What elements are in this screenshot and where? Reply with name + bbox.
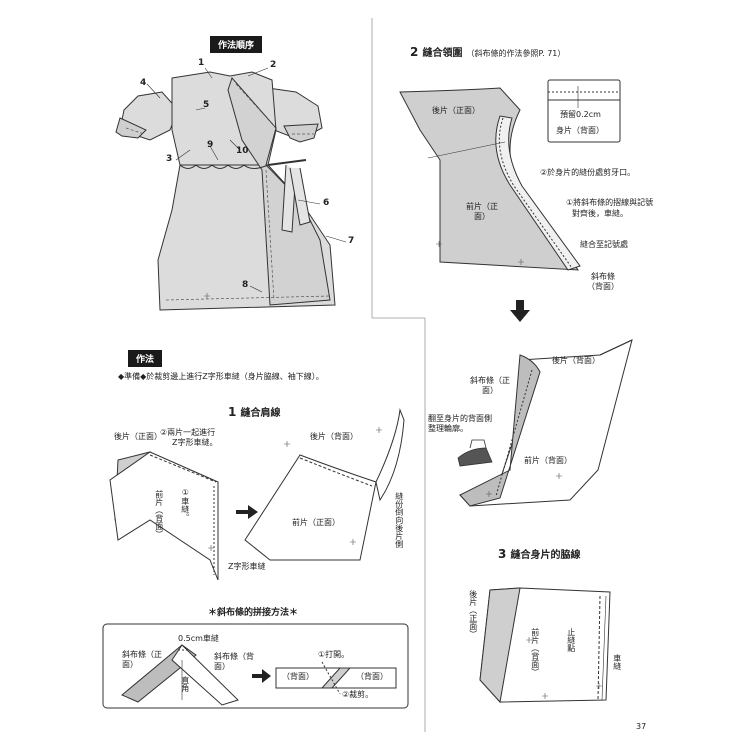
dress-diagram <box>115 71 336 311</box>
bias-seam-label: 0.5cm車縫 <box>178 634 219 643</box>
callout-3: 3 <box>166 154 173 164</box>
bias-join-box <box>102 623 409 709</box>
step2-detail-box <box>547 79 621 143</box>
callout-7: 7 <box>348 236 355 246</box>
callout-4: 4 <box>140 78 147 88</box>
step3-stop-point: 止縫點 <box>566 628 576 652</box>
bias-right-label: 斜布條（正面） <box>122 650 162 669</box>
callout-6: 6 <box>323 198 330 208</box>
callout-8: 8 <box>242 280 249 290</box>
step1-seam-note: 縫份倒向後片側 <box>394 492 404 548</box>
step3-side-seam <box>479 587 611 704</box>
step2-back-right: 後片（正面） <box>432 106 480 115</box>
bias-wrong-right: （背面） <box>356 672 388 681</box>
bias-join-result <box>275 661 397 695</box>
callout-10: 10 <box>236 146 249 156</box>
iron-icon <box>457 439 493 467</box>
callout-leaders <box>146 67 347 293</box>
plus-markers <box>204 241 602 699</box>
step2-after <box>459 339 633 507</box>
step3-back-right: 後片（正面） <box>468 590 478 638</box>
step2-front-right: 前片（正面） <box>466 202 498 221</box>
step3-heading: 3 縫合身片的脇線 <box>498 547 581 561</box>
step2-bias-wrong: 斜布條（背面） <box>587 272 619 291</box>
step1-after <box>244 408 405 561</box>
step2-heading: 2 縫合領圍（斜布條的作法參照P. 71） <box>410 45 566 59</box>
step2-back-wrong: 後片（背面） <box>552 356 600 365</box>
step2-fold-note2: 整理輪廓。 <box>428 424 468 433</box>
right-arrow-icon <box>236 505 258 519</box>
dress-stitch-lines <box>125 83 331 301</box>
step2-note-align2: 對齊後，車縫。 <box>572 209 628 218</box>
step2-fold-note1: 翻至身片的背面側 <box>428 414 492 423</box>
callout-1: 1 <box>198 58 205 68</box>
callout-9: 9 <box>207 140 214 150</box>
step2-sew-to-mark: 縫合至記號處 <box>580 240 628 249</box>
step1-front-right: 前片（正面） <box>292 518 340 527</box>
step1-zigzag-label: Z字形車縫 <box>228 562 266 571</box>
step2-note-align1: ①將斜布條的摺線與記號 <box>566 198 654 207</box>
step3-front-wrong: 前片（背面） <box>530 628 540 676</box>
prep-note: ◆準備◆於裁剪邊上進行Z字形車縫（身片脇線、袖下線）。 <box>118 372 324 381</box>
bias-join-diagram <box>121 644 239 706</box>
bias-wrong-label: 斜布條（背面） <box>214 652 254 671</box>
page-number: 37 <box>636 722 647 731</box>
bias-cut-label: ②裁剪。 <box>342 690 374 699</box>
section-dividers <box>371 18 426 732</box>
bias-join-title: ＊斜布條的拼接方法＊ <box>208 608 299 618</box>
step3-sew: 車縫 <box>612 654 622 670</box>
right-arrow-icon <box>252 669 271 683</box>
step2-bias-label: 斜布條（正面） <box>470 376 510 395</box>
step1-note-zigzag: ②兩片一起進行 <box>160 428 216 437</box>
callout-5: 5 <box>203 100 210 110</box>
order-badge: 作法順序 <box>210 36 263 53</box>
step1-back-right: 後片（正面） <box>114 432 162 441</box>
step2-note-snip: ②於身片的縫份處剪牙口。 <box>540 168 636 177</box>
step2-neckline <box>399 87 581 271</box>
step1-before <box>109 451 219 581</box>
step1-note-sew: ①車縫。 <box>180 488 190 521</box>
bias-right-angle: 直角 <box>180 676 190 692</box>
step2-leave-label: 預留0.2cm <box>560 110 601 119</box>
step1-heading: 1 縫合肩線 <box>228 405 281 419</box>
down-arrow-icon <box>510 300 530 322</box>
step2-front-wrong: 前片（背面） <box>524 456 572 465</box>
bias-wrong-left: （背面） <box>282 672 314 681</box>
step2-body-wrong: 身片（背面） <box>556 126 604 135</box>
bias-open-label: ①打開。 <box>318 650 350 659</box>
step1-note-zigzag2: Z字形車縫。 <box>172 438 218 447</box>
callout-2: 2 <box>270 60 277 70</box>
method-badge: 作法 <box>128 350 163 367</box>
step1-front-wrong: 前片（背面） <box>154 490 164 538</box>
step1-back-wrong: 後片（背面） <box>310 432 358 441</box>
